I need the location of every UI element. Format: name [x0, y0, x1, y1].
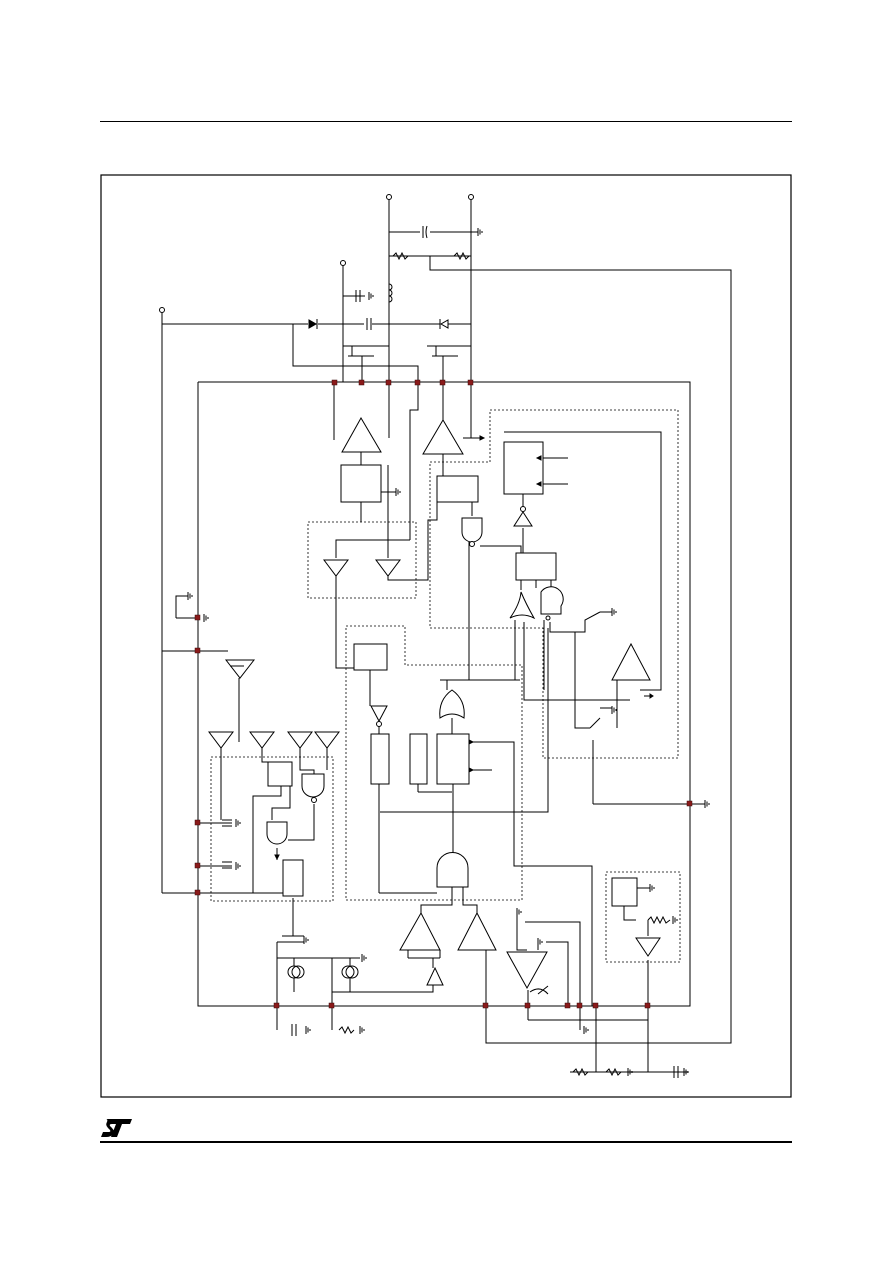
passive-components [222, 225, 679, 1078]
wires [161, 200, 732, 1073]
logic-and-amplifiers [208, 416, 661, 990]
figure-frame [100, 174, 792, 1098]
connection-nodes [194, 379, 693, 1009]
st-logo-icon [101, 1119, 132, 1137]
dashed-subcircuit-regions [210, 409, 681, 963]
pin-terminals [159, 194, 474, 313]
header-rule [100, 121, 792, 122]
arrow-marks [274, 435, 654, 861]
footer-rule [100, 1141, 792, 1143]
